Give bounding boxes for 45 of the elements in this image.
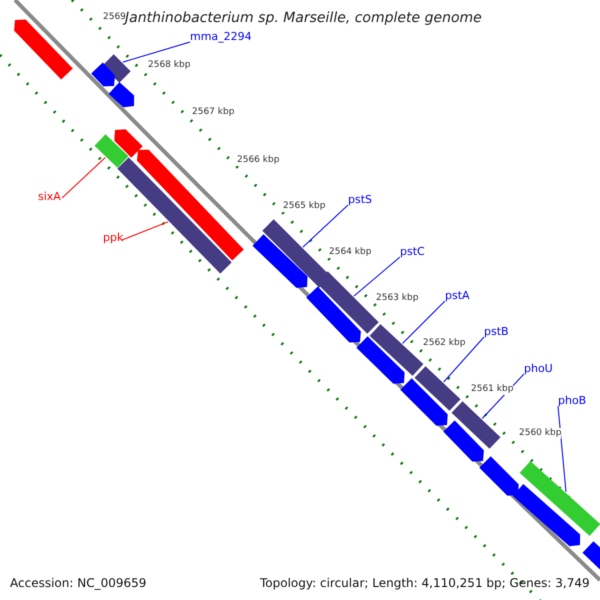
gene-feature-block [582, 541, 600, 569]
leader-line [402, 300, 446, 344]
gene-label: mma_2294 [190, 30, 252, 44]
scale-tick-label: 2567 kbp [192, 107, 234, 118]
gene-feature-bar [520, 461, 600, 536]
gene-feature-block [108, 82, 134, 108]
leader-line [443, 336, 484, 382]
leader-line [122, 221, 169, 240]
gene-feature-block [512, 484, 580, 546]
gene-label: ppk [103, 231, 124, 244]
leader-line [302, 204, 348, 248]
gene-feature-block [400, 378, 448, 426]
gene-label: pstS [348, 193, 372, 206]
scale-tick-label: 2562 kbp [423, 338, 466, 349]
footer-text: Accession: NC_009659 [10, 576, 146, 590]
leader-line [353, 256, 400, 297]
gene-feature-bar [414, 366, 460, 411]
leader-line [558, 406, 566, 492]
scale-tick-label: 2565 kbp [283, 201, 326, 212]
gene-feature-block [443, 420, 484, 462]
gene-feature-block [91, 62, 115, 86]
scale-tick-label: 2563 kbp [376, 293, 418, 304]
gene-label: phoU [524, 362, 553, 376]
gene-label: phoB [558, 394, 586, 408]
scale-tick-label: 2568 kbp [148, 60, 190, 71]
gene-feature-block [306, 286, 361, 342]
scale-tick-label: 2560 kbp [519, 428, 562, 439]
scale-tick-label: 2561 kbp [471, 384, 514, 395]
leader-line [62, 157, 106, 198]
gene-feature-bar [452, 401, 500, 449]
scale-tick-label: 2564 kbp [329, 247, 372, 258]
gene-label: pstA [445, 289, 470, 302]
footer-text: Topology: circular; Length: 4,110,251 bp; Genes: 3,749 [260, 576, 590, 590]
gene-feature-block [479, 456, 519, 496]
gene-label: pstC [400, 245, 425, 258]
gene-feature-block [356, 336, 405, 384]
gene-label: pstB [484, 325, 509, 338]
scale-tick-label: 2566 kbp [237, 155, 280, 166]
gene-label: sixA [38, 190, 61, 204]
gene-feature-bar [370, 324, 424, 376]
gene-feature-bar [94, 134, 128, 168]
diagram-title: Janthinobacterium sp. Marseille, complete genome [125, 10, 482, 27]
gene-feature-block [14, 20, 73, 80]
leader-line [122, 42, 190, 63]
gene-feature-block [252, 234, 308, 288]
